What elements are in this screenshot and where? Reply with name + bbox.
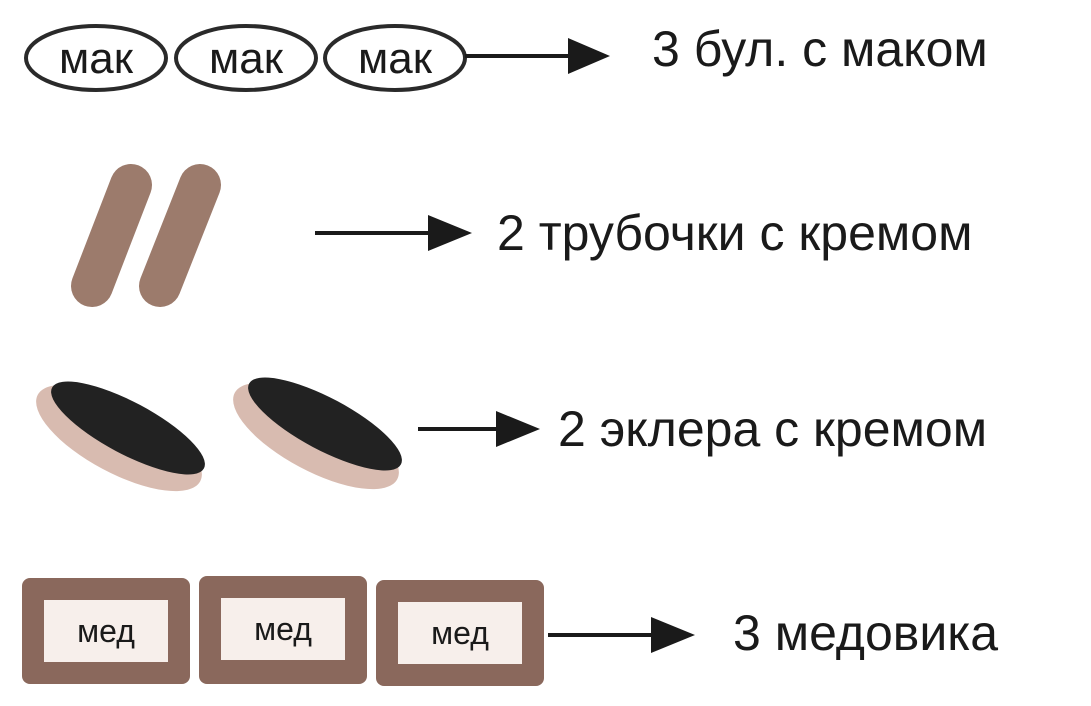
eclair-2 <box>233 377 402 490</box>
label-cream-tubes: 2 трубочки с кремом <box>497 205 972 261</box>
label-poppy-buns: 3 бул. с маком <box>652 21 988 77</box>
honey-cake-label: мед <box>254 611 312 647</box>
cream-tube-2 <box>139 164 221 307</box>
poppy-bun-2: мак <box>174 24 318 92</box>
poppy-bun-label: мак <box>59 34 134 83</box>
poppy-bun-1: мак <box>24 24 168 92</box>
cream-tube-1 <box>71 164 152 307</box>
honey-cake-label: мед <box>431 615 489 651</box>
row-cream-tubes: 2 трубочки с кремом <box>71 164 972 307</box>
arrow-3 <box>418 411 540 447</box>
arrow-2 <box>315 215 472 251</box>
label-honey-cakes: 3 медовика <box>733 605 998 661</box>
honey-cake-3: мед <box>376 580 544 686</box>
arrow-4 <box>548 617 695 653</box>
honey-cake-1: мед <box>22 578 190 684</box>
poppy-bun-label: мак <box>209 34 284 83</box>
eclair-1 <box>36 381 205 492</box>
honey-cake-label: мед <box>77 613 135 649</box>
row-eclairs: 2 эклера с кремом <box>36 377 987 492</box>
arrow-1 <box>465 38 610 74</box>
poppy-bun-label: мак <box>358 34 433 83</box>
honey-cake-2: мед <box>199 576 367 684</box>
row-poppy-buns: мак мак мак 3 бул. с маком <box>24 21 988 92</box>
row-honey-cakes: мед мед мед 3 медовика <box>22 576 998 686</box>
poppy-bun-3: мак <box>323 24 467 92</box>
label-eclairs: 2 эклера с кремом <box>558 401 987 457</box>
